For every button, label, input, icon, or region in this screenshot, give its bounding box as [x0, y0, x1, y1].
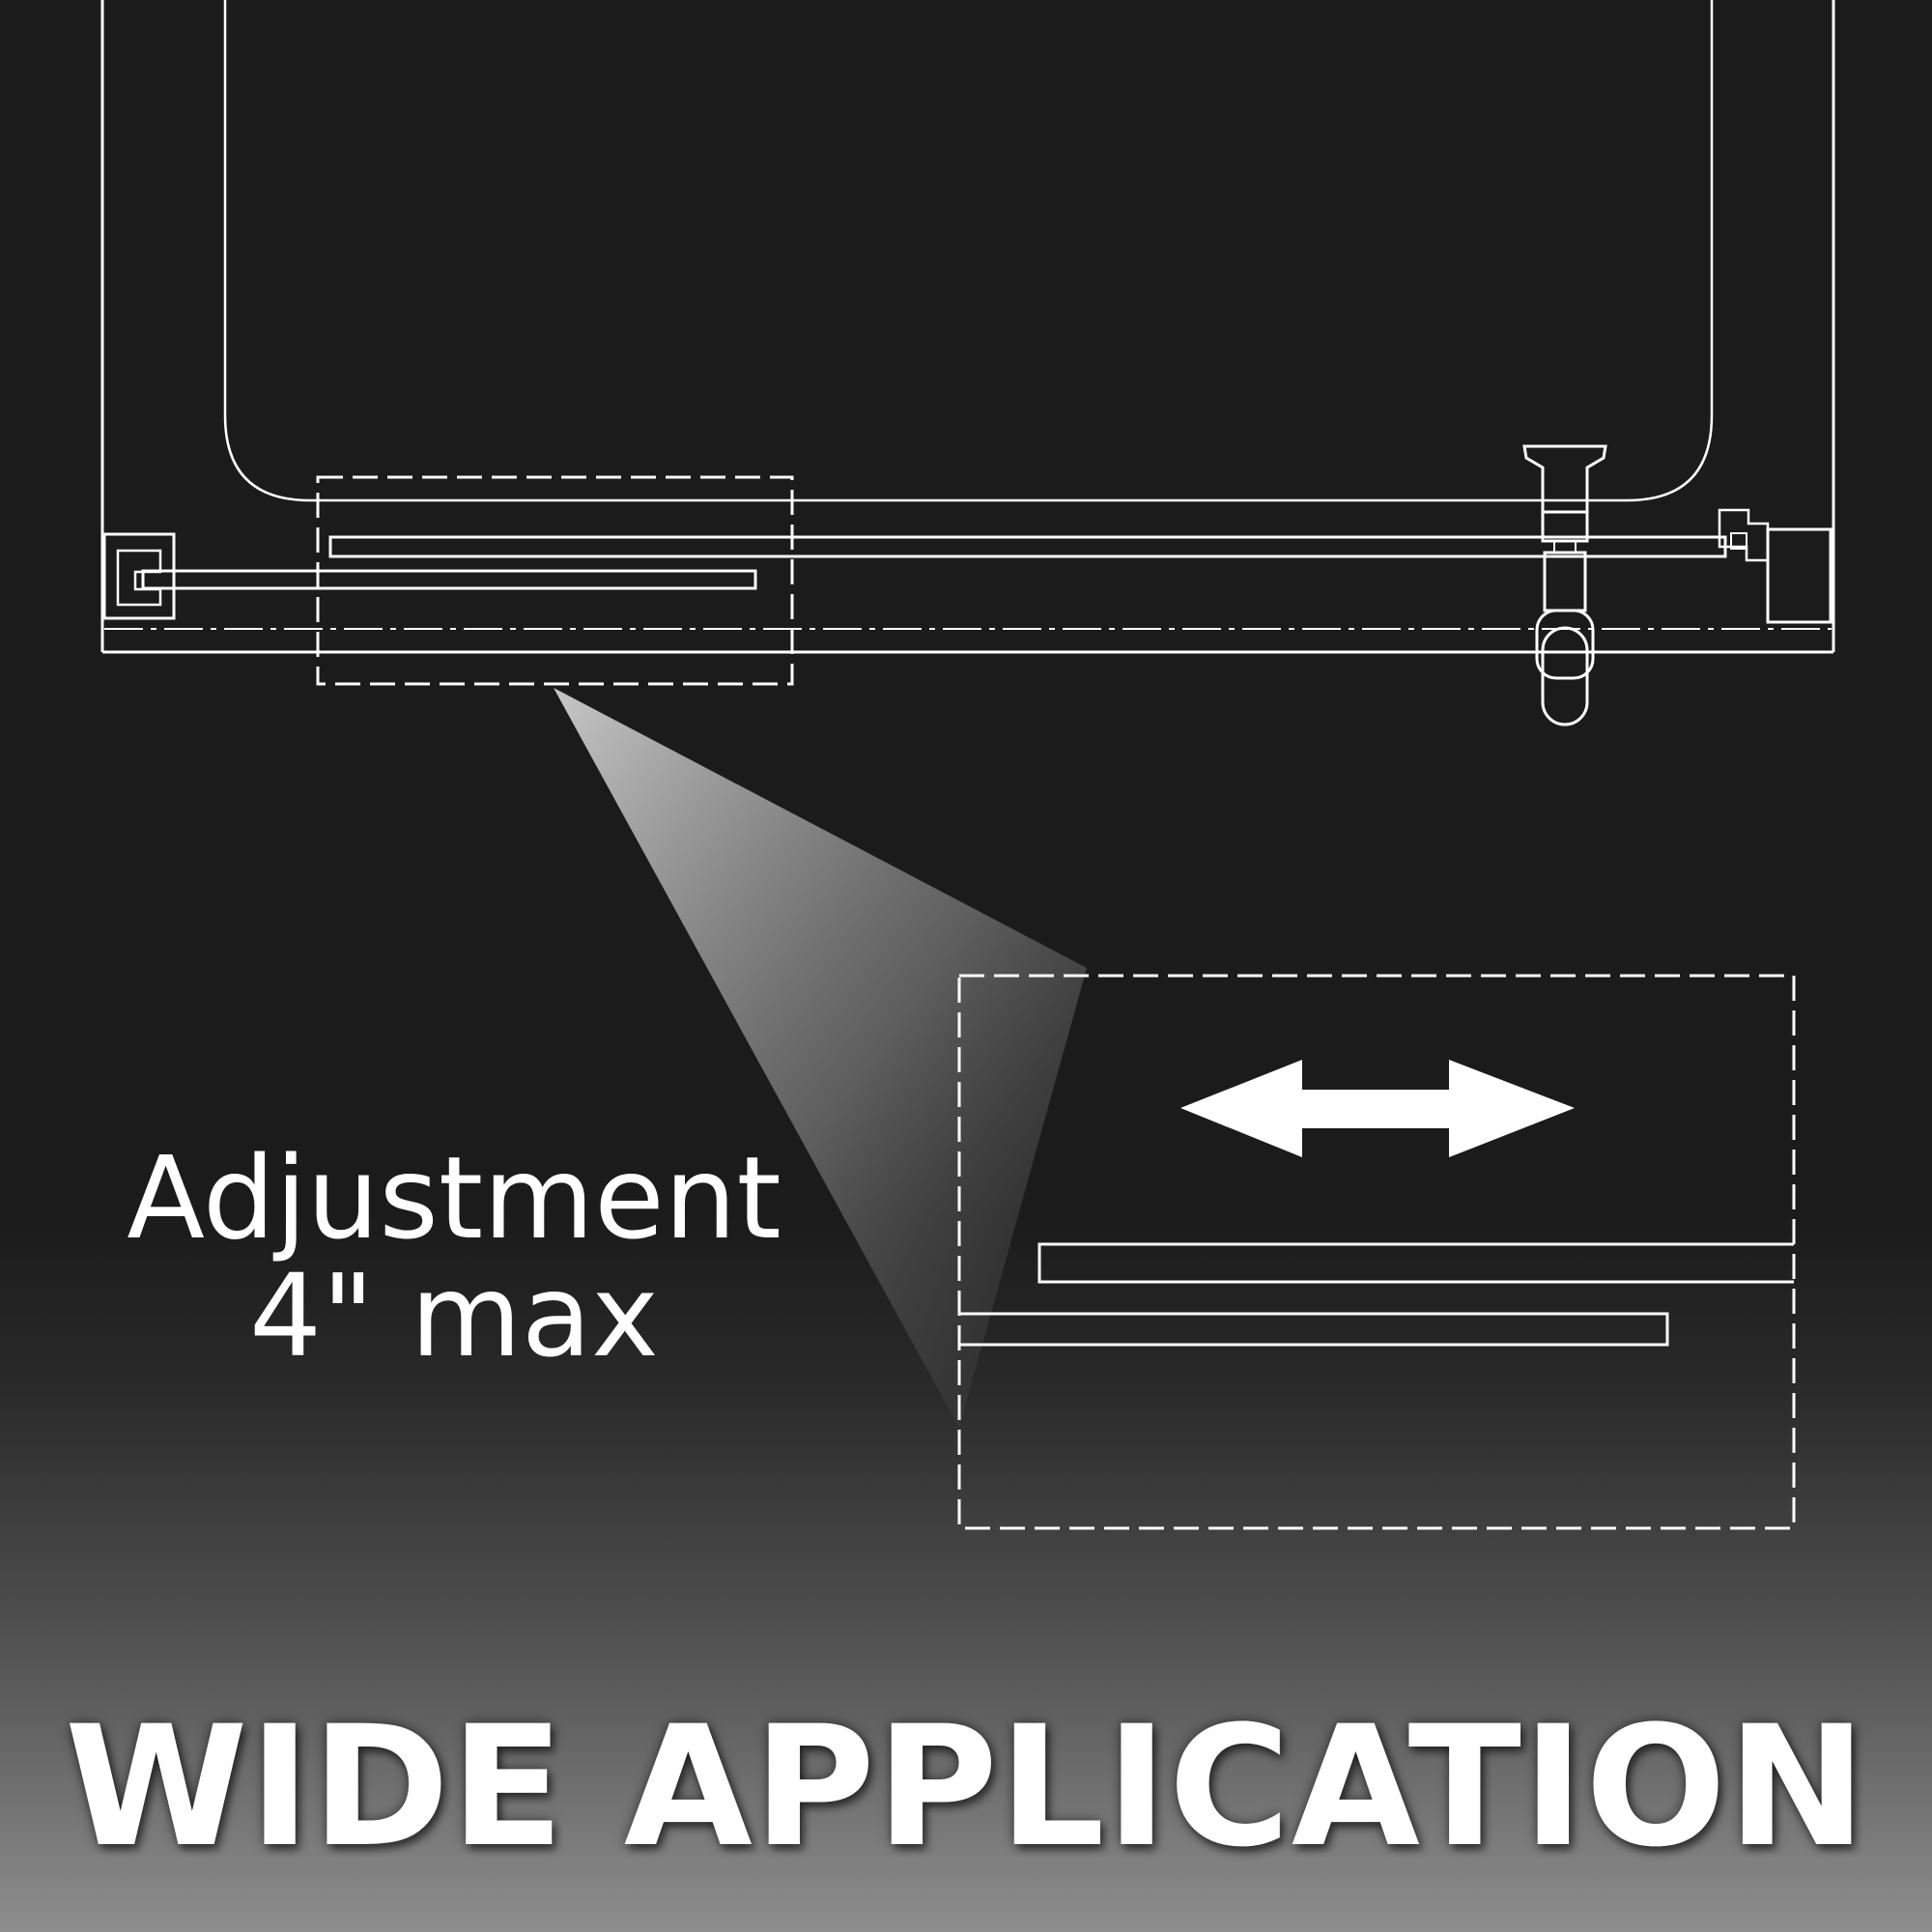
right-wall-bracket — [1718, 508, 1833, 624]
top-rail — [328, 535, 1727, 558]
glass-panel-outline — [223, 0, 1714, 502]
door-frame — [100, 0, 1835, 654]
detail-lower-rail — [959, 1312, 1669, 1347]
zoom-source-region — [316, 475, 794, 686]
magnified-detail — [957, 974, 1796, 1530]
magnifier-beam — [554, 688, 1087, 1428]
headline: WIDE APPLICATION — [64, 1690, 1868, 1884]
adjustment-label: Adjustment — [127, 1131, 781, 1264]
door-handle — [1522, 444, 1607, 726]
detail-box-dashed — [957, 974, 1796, 1530]
double-headed-arrow-icon — [1180, 1060, 1575, 1157]
detail-upper-rail — [1037, 1242, 1794, 1284]
bottom-rail — [141, 569, 757, 590]
adjustment-value: 4" max — [249, 1249, 659, 1382]
left-wall-bracket — [102, 532, 176, 620]
